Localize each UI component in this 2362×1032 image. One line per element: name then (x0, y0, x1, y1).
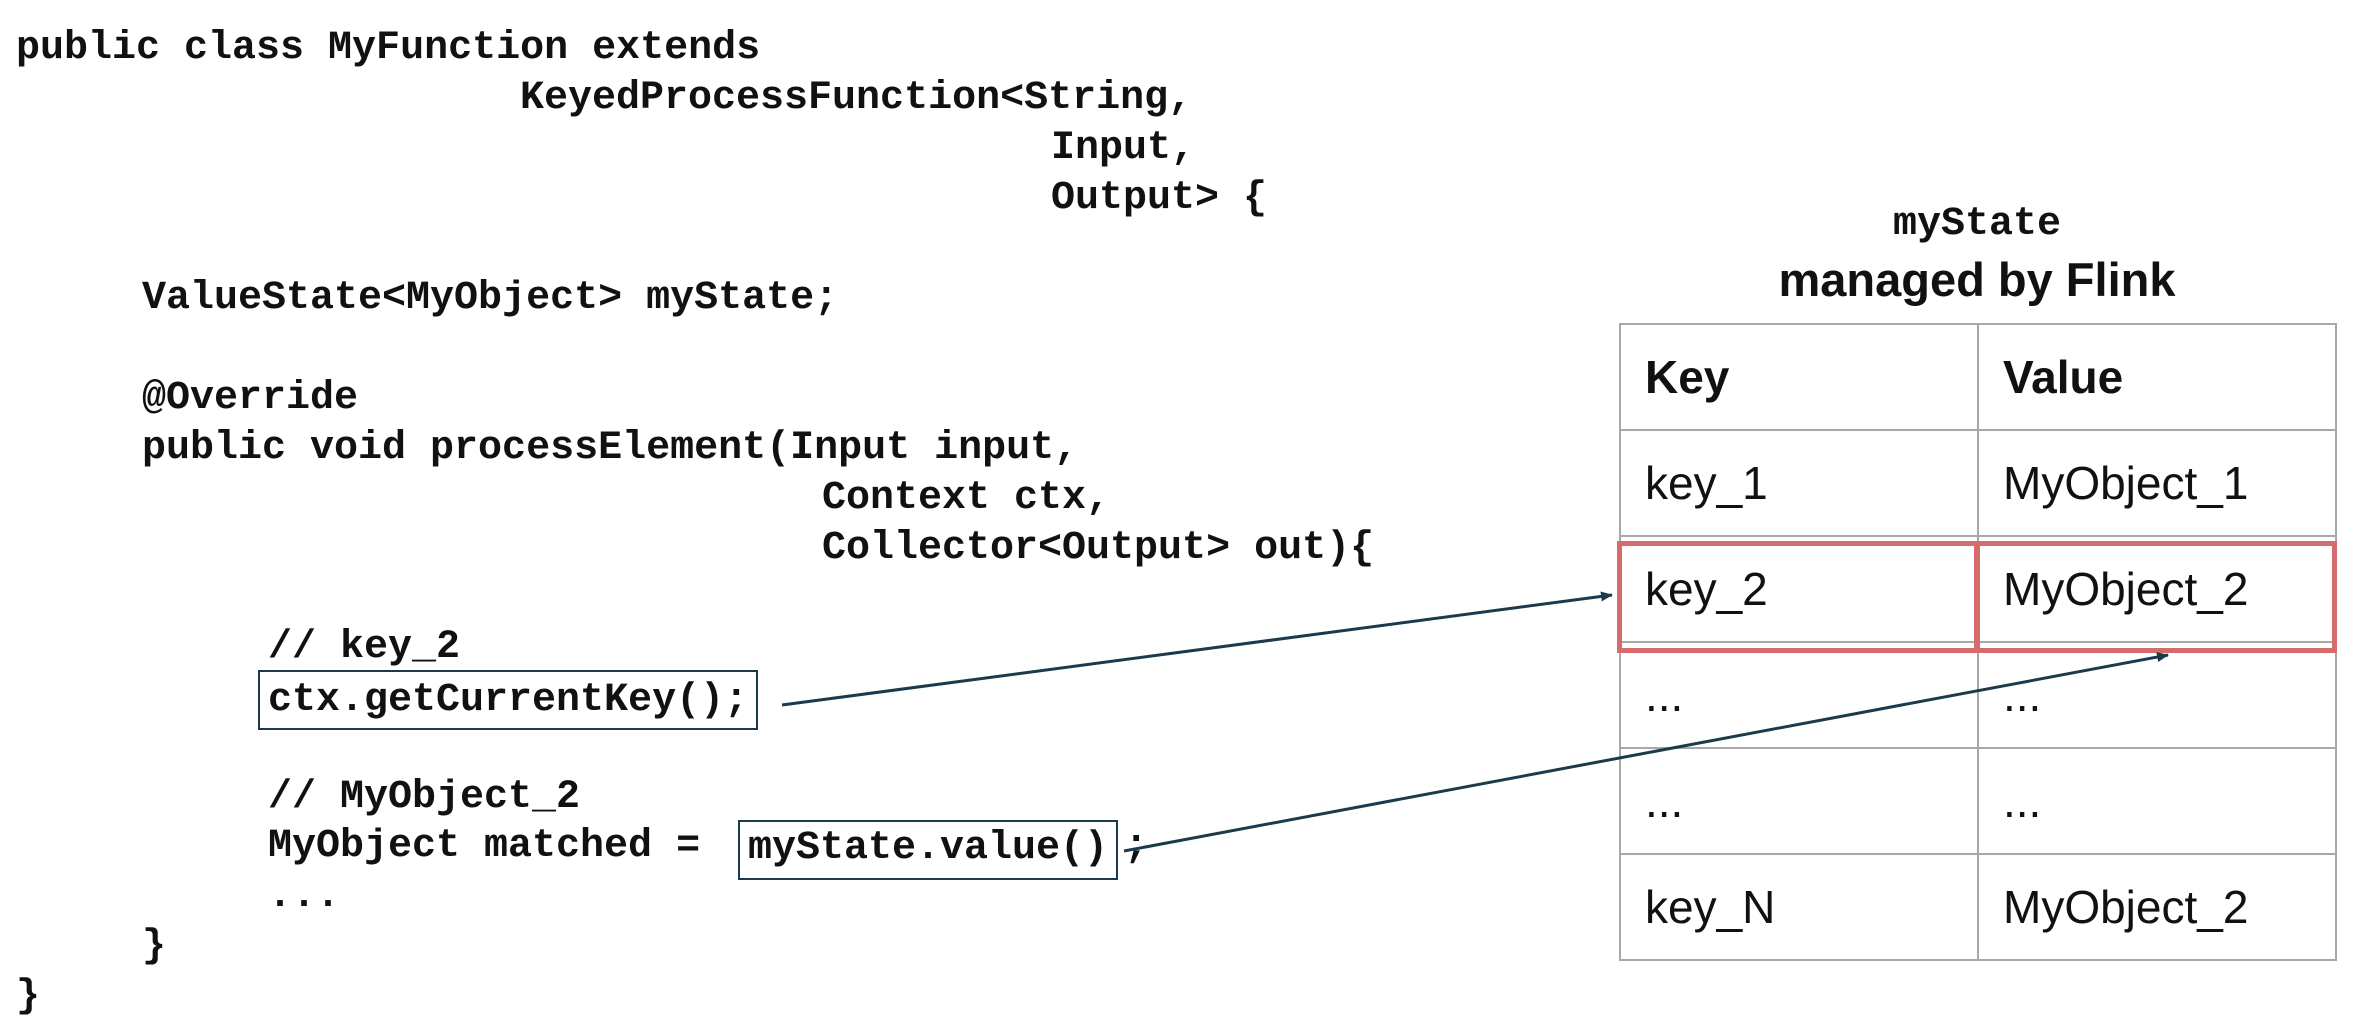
code-state-field: ValueState<MyObject> myState; (142, 276, 839, 321)
code-override-annotation: @Override (142, 376, 359, 421)
state-header-value: Value (1977, 323, 2337, 431)
code-ellipsis: ... (268, 874, 341, 919)
code-class-declaration: public class MyFunction extends (16, 26, 761, 71)
table-row: key_1 MyObject_1 (1619, 429, 2337, 537)
state-table-header-row: Key Value (1619, 323, 2337, 431)
code-type-param-input: Input, (1051, 126, 1196, 171)
table-row: key_N MyObject_2 (1619, 853, 2337, 961)
code-extends-type: KeyedProcessFunction<String, (520, 76, 1193, 121)
state-key-cell: ... (1619, 747, 1979, 855)
code-type-param-output: Output> { (1051, 176, 1268, 221)
code-method-signature: public void processElement(Input input, (142, 426, 1079, 471)
code-class-close-brace: } (16, 974, 41, 1019)
state-value-cell: ... (1977, 747, 2337, 855)
state-key-cell: key_2 (1619, 535, 1979, 643)
state-value-call-box: myState.value() (738, 820, 1119, 880)
state-value-cell: MyObject_2 (1977, 853, 2337, 961)
state-managed-subtitle: managed by Flink (1778, 253, 2176, 306)
state-table: Key Value key_1 MyObject_1 key_2 MyObjec… (1619, 323, 2337, 961)
arrow-key-to-row (781, 591, 1613, 707)
state-value-cell: MyObject_2 (1977, 535, 2337, 643)
code-comment-key: // key_2 (268, 625, 461, 670)
state-value-cell: ... (1977, 641, 2337, 749)
state-key-cell: key_1 (1619, 429, 1979, 537)
table-row: key_2 MyObject_2 (1619, 535, 2337, 643)
code-matched-assignment: MyObject matched = (268, 824, 725, 869)
get-current-key-call-box: ctx.getCurrentKey(); (258, 670, 759, 730)
code-matched-semicolon: ; (1124, 824, 1149, 869)
code-method-close-brace: } (142, 924, 167, 969)
code-comment-object: // MyObject_2 (268, 775, 581, 820)
state-key-cell: key_N (1619, 853, 1979, 961)
state-name-title: myState (1892, 202, 2062, 247)
state-key-cell: ... (1619, 641, 1979, 749)
code-param-context: Context ctx, (822, 476, 1111, 521)
state-value-cell: MyObject_1 (1977, 429, 2337, 537)
table-row: ... ... (1619, 641, 2337, 749)
state-header-key: Key (1619, 323, 1979, 431)
table-row: ... ... (1619, 747, 2337, 855)
code-param-collector: Collector<Output> out){ (822, 526, 1375, 571)
